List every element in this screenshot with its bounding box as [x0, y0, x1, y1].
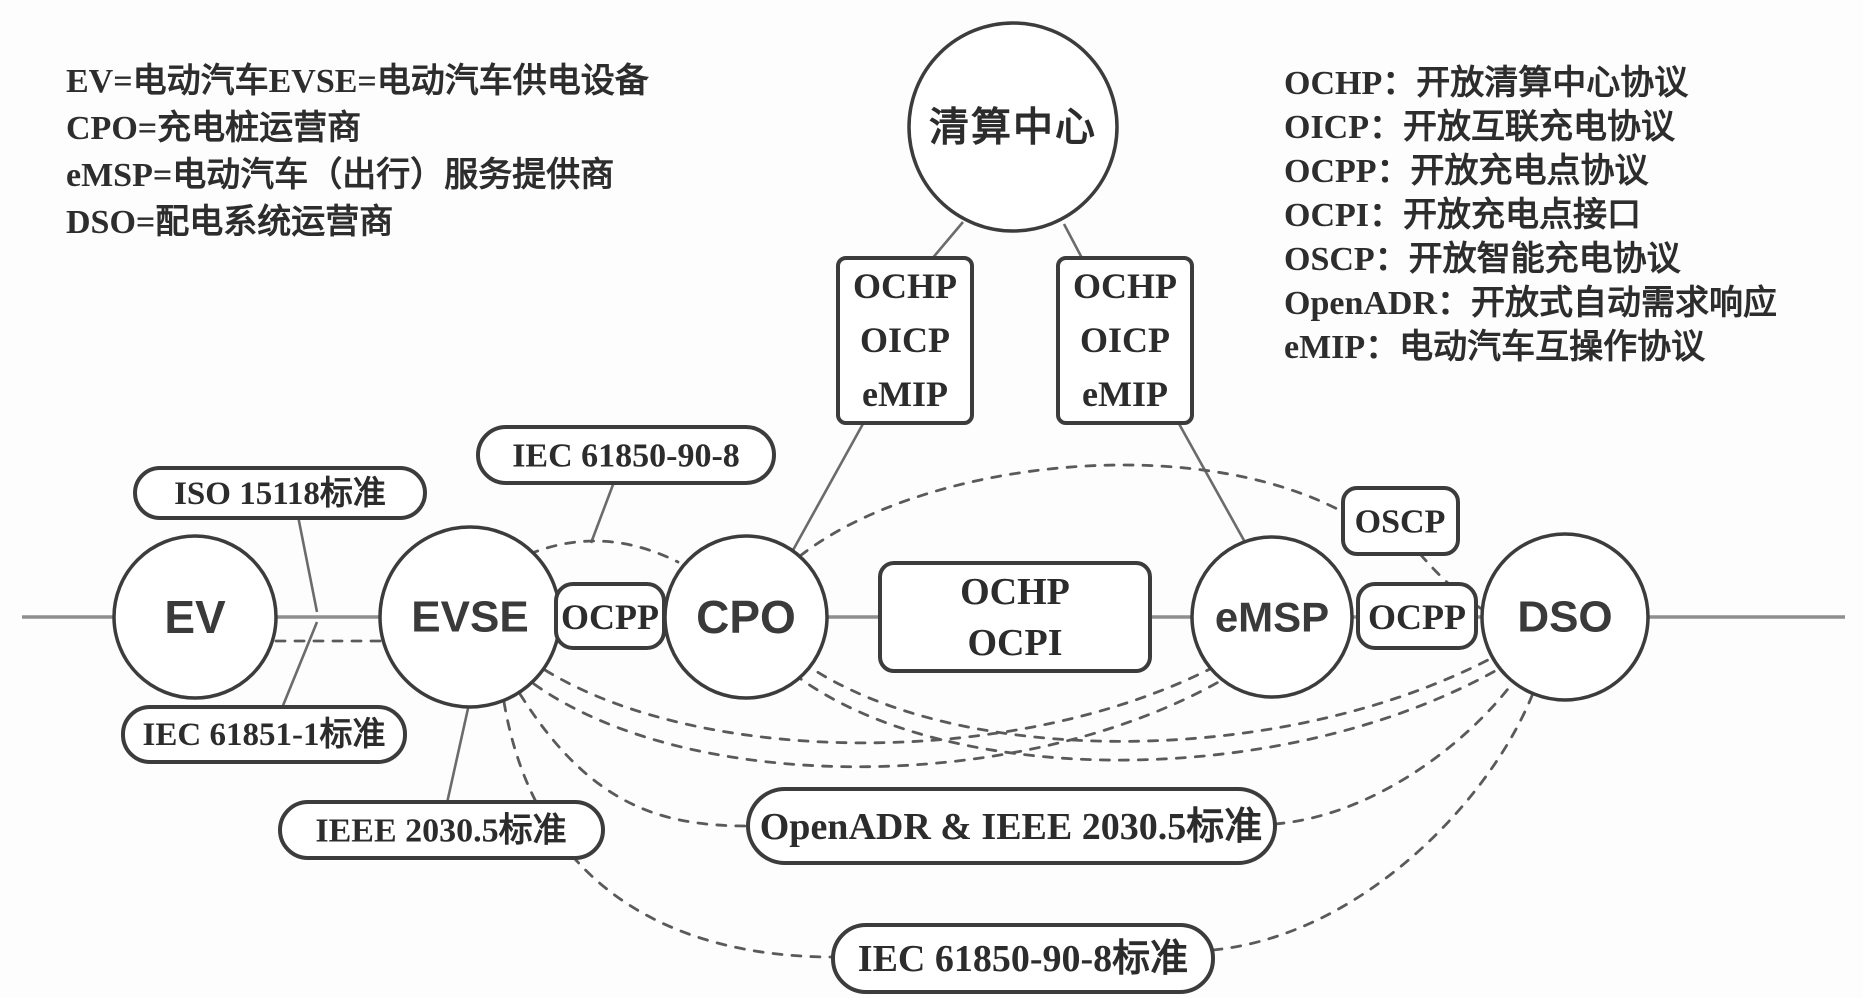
- box-ocpp-right-label: OCPP: [1368, 597, 1466, 637]
- node-ev-circle: [112, 534, 278, 700]
- legend-line-oscp: OSCP：开放智能充电协议: [1284, 241, 1681, 278]
- box-protocol-stack-left: [836, 256, 974, 425]
- pill-iec61850-bottom: [831, 923, 1215, 994]
- node-emsp-label: eMSP: [1215, 594, 1329, 641]
- box-oscp-label: OSCP: [1355, 504, 1446, 541]
- edge-evse-emsp-dashed-1: [543, 666, 1214, 745]
- pill-iec61850-top: [476, 425, 776, 485]
- legend-line-ocpi: OCPI：开放充电点接口: [1284, 197, 1641, 234]
- pill-ieee2030-label: IEEE 2030.5标准: [315, 812, 566, 850]
- pill-openadr-ieee: [746, 787, 1277, 865]
- node-cpo-label: CPO: [696, 591, 796, 643]
- node-emsp-circle: [1190, 535, 1354, 699]
- box-left-stack-line-ochp: OCHP: [853, 266, 957, 306]
- edge-cpo-dso-dashed-1: [800, 646, 1512, 743]
- pill-openadr-ieee-label: OpenADR & IEEE 2030.5标准: [760, 806, 1263, 848]
- edge-evse-emsp-dashed-2: [532, 678, 1224, 769]
- box-left-stack-line-oicp: OICP: [860, 320, 950, 360]
- box-left-stack-line-emip: eMIP: [862, 374, 948, 414]
- box-right-stack-line-emip: eMIP: [1082, 374, 1168, 414]
- box-right-stack-line-ochp: OCHP: [1073, 266, 1177, 306]
- edge-ieee2030-evse: [445, 703, 471, 804]
- pill-iec61851-label: IEC 61851-1标准: [143, 716, 386, 753]
- legend-line-ochp: OCHP：开放清算中心协议: [1284, 65, 1689, 102]
- legend-line-cpo: CPO=充电桩运营商: [66, 110, 362, 147]
- edge-openadr-dso-dashed: [1273, 668, 1524, 826]
- box-ochp-ocpi-line-ocpi: OCPI: [968, 622, 1063, 664]
- edge-iso15118-junction: [296, 515, 319, 613]
- box-ocpp-left-label: OCPP: [561, 597, 659, 637]
- pill-iec61850-bottom-label: IEC 61850-90-8标准: [858, 938, 1188, 980]
- node-dso-circle: [1480, 532, 1650, 702]
- box-oscp: [1341, 486, 1460, 556]
- legend-line-openadr: OpenADR：开放式自动需求响应: [1284, 285, 1778, 322]
- edge-evse-iec61850bottom-dashed: [502, 700, 835, 959]
- edge-evse-openadr-dashed: [518, 692, 750, 828]
- box-protocol-stack-right: [1056, 256, 1194, 425]
- edge-iec61850bottom-dso-dashed: [1211, 686, 1537, 952]
- edge-iec61850top-arc: [589, 481, 616, 544]
- pill-iso15118: [133, 466, 427, 520]
- box-right-stack-line-oicp: OICP: [1080, 320, 1170, 360]
- legend-protocols: OCHP：开放清算中心协议 OICP：开放互联充电协议 OCPP：开放充电点协议…: [1284, 62, 1777, 370]
- node-clearing-house-label: 清算中心: [929, 105, 1097, 150]
- box-ochp-ocpi: [878, 561, 1152, 673]
- legend-line-emip: eMIP：电动汽车互操作协议: [1284, 329, 1706, 366]
- node-dso-label: DSO: [1517, 593, 1612, 642]
- edge-cpo-dso-dashed-2: [792, 658, 1516, 762]
- edge-clearing-rightstack: [1062, 223, 1085, 261]
- legend-line-emsp: eMSP=电动汽车（出行）服务提供商: [66, 157, 615, 194]
- box-ocpp-left: [554, 582, 666, 650]
- legend-abbreviations: EV=电动汽车EVSE=电动汽车供电设备 CPO=充电桩运营商 eMSP=电动汽…: [66, 58, 649, 246]
- node-ev-label: EV: [164, 591, 226, 643]
- legend-line-dso: DSO=配电系统运营商: [66, 204, 394, 241]
- node-evse-label: EVSE: [411, 593, 528, 642]
- pill-ieee2030: [278, 800, 605, 860]
- pill-iec61851: [121, 705, 407, 764]
- box-ochp-ocpi-line-ochp: OCHP: [960, 571, 1070, 613]
- edge-leftstack-cpo: [790, 421, 866, 553]
- box-ocpp-right: [1356, 582, 1478, 650]
- edge-iec61851-junction: [280, 621, 319, 709]
- edge-rightstack-emsp: [1176, 421, 1248, 545]
- legend-line-ocpp: OCPP：开放充电点协议: [1284, 153, 1649, 190]
- pill-iso15118-label: ISO 15118标准: [174, 475, 386, 512]
- legend-line-ev-evse: EV=电动汽车EVSE=电动汽车供电设备: [66, 63, 649, 100]
- legend-line-oicp: OICP：开放互联充电协议: [1284, 109, 1675, 146]
- pill-iec61850-top-label: IEC 61850-90-8: [512, 438, 740, 475]
- edge-clearing-leftstack: [930, 221, 964, 261]
- node-clearing-house-circle: [907, 21, 1119, 233]
